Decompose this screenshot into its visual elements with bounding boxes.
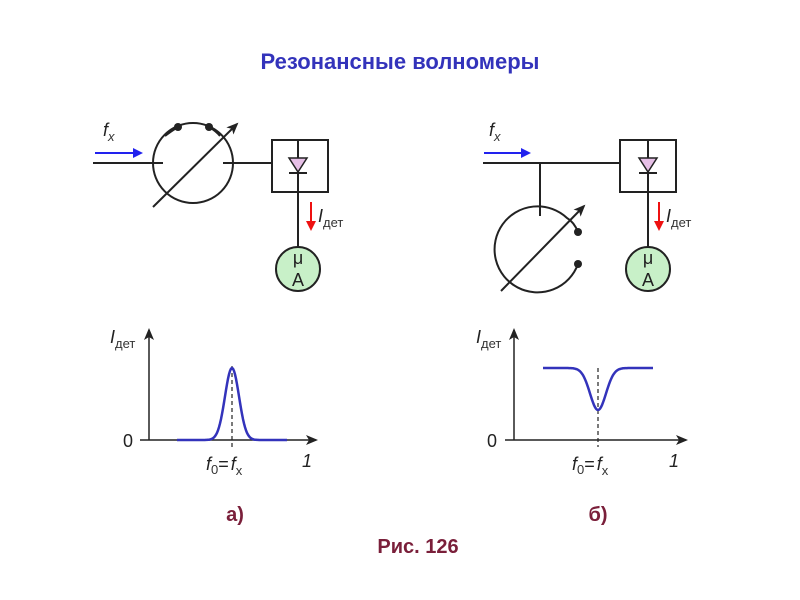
- resonator-circle: [493, 205, 579, 294]
- y-axis-label: Iдет: [110, 327, 135, 351]
- terminal-dot: [205, 123, 213, 131]
- response-curve: [177, 366, 287, 442]
- response-curve: [543, 366, 653, 412]
- circuit-a: fx Iдет μ A: [93, 120, 343, 292]
- microammeter: [625, 246, 671, 292]
- resonator-circle: [152, 122, 234, 204]
- input-frequency-label: fx: [103, 120, 115, 144]
- graph-a: Iдет 0 1 f0=fx а): [110, 327, 318, 526]
- meter-unit-bottom: A: [642, 270, 654, 290]
- y-axis-label: Iдет: [476, 327, 501, 351]
- x-axis-label: 1: [302, 451, 312, 471]
- meter-unit-top: μ: [643, 248, 653, 268]
- panel-label: б): [588, 504, 607, 526]
- x-axis-label: 1: [669, 451, 679, 471]
- origin-label: 0: [123, 431, 133, 451]
- diode-icon: [287, 157, 309, 174]
- resonance-label: f0=fx: [206, 454, 243, 478]
- meter-unit-bottom: A: [292, 270, 304, 290]
- detector-box: [271, 139, 329, 193]
- origin-label: 0: [487, 431, 497, 451]
- page-title: Резонансные волномеры: [261, 49, 540, 74]
- tuning-arrow-icon: [152, 122, 239, 208]
- input-frequency-label: fx: [489, 120, 501, 144]
- graph-b: Iдет 0 1 f0=fx б): [476, 327, 688, 526]
- meter-unit-top: μ: [293, 248, 303, 268]
- resonance-label: f0=fx: [572, 454, 609, 478]
- figure-caption: Рис. 126: [377, 536, 458, 558]
- current-label: Iдет: [318, 206, 343, 230]
- terminal-dot: [574, 228, 582, 236]
- panel-label: а): [226, 504, 244, 526]
- tuning-arrow-icon: [500, 204, 586, 292]
- terminal-dot: [174, 123, 182, 131]
- microammeter: [275, 246, 321, 292]
- circuit-b: fx Iдет μ A: [483, 120, 691, 294]
- diode-icon: [637, 157, 659, 174]
- current-label: Iдет: [666, 206, 691, 230]
- terminal-dot: [574, 260, 582, 268]
